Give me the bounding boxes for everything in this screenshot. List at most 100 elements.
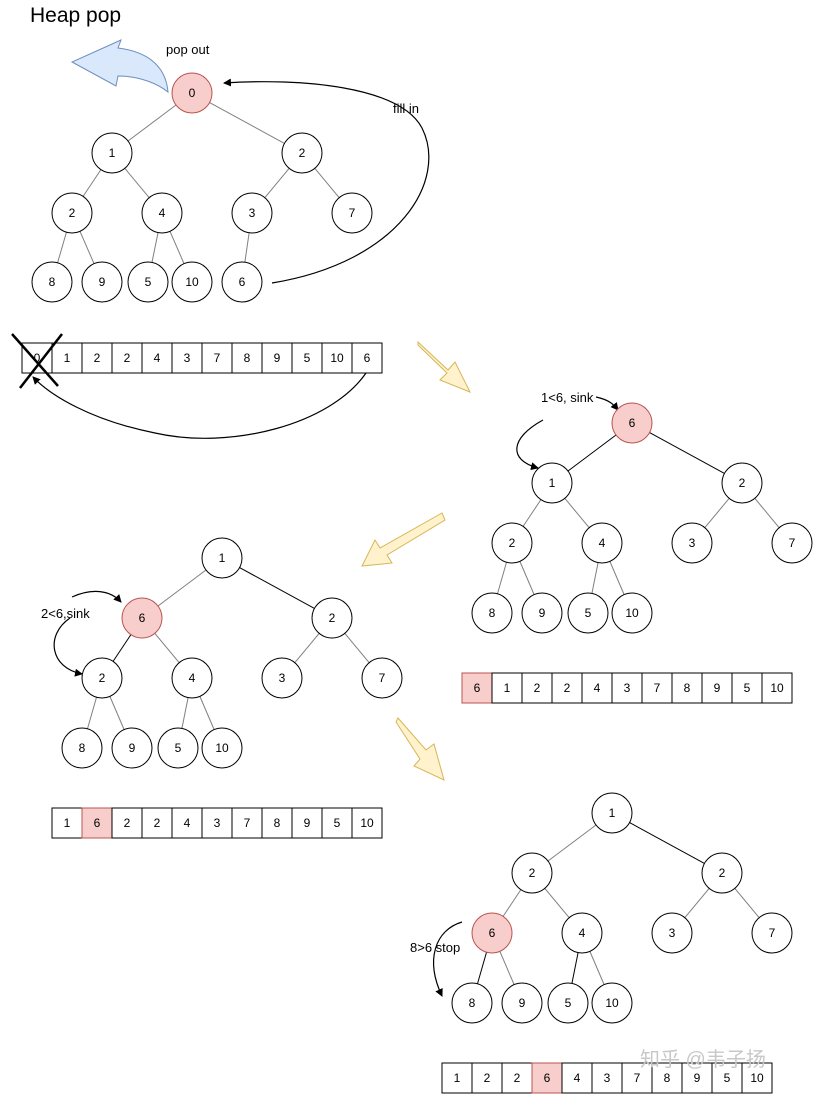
t4-node-value: 5 — [565, 996, 572, 1010]
t3-edge — [157, 569, 207, 607]
t2-edge — [591, 562, 599, 594]
a1-cell-value: 4 — [154, 351, 161, 365]
a3-cell: 2 — [141, 807, 173, 839]
t1-node: 1 — [91, 132, 133, 174]
t3-node-value: 2 — [99, 671, 106, 685]
a4-cell: 3 — [591, 1062, 623, 1094]
a1-cell-box — [51, 342, 83, 374]
a2-cell: 2 — [521, 672, 553, 704]
t4-node: 10 — [591, 982, 633, 1024]
a3-cell: 10 — [351, 807, 383, 839]
t1-edge — [79, 231, 95, 264]
t4-edge — [589, 951, 605, 985]
pop-out-arrow — [70, 39, 169, 94]
t2-edge — [649, 432, 725, 474]
a1-cell: 6 — [351, 342, 383, 374]
t2-edge — [567, 434, 617, 472]
a3-cell-box — [81, 807, 113, 839]
a2-cell-value: 10 — [770, 681, 784, 695]
t2-node: 9 — [521, 592, 563, 634]
t1-edge — [82, 169, 102, 197]
t3-node-circle — [171, 657, 213, 699]
step-arrow-1 — [417, 340, 472, 393]
t2-node-circle — [581, 522, 623, 564]
a4-cell: 2 — [501, 1062, 533, 1094]
step-arrow-2 — [361, 512, 446, 567]
a3-cell-value: 6 — [94, 816, 101, 830]
t2-edge — [497, 562, 507, 594]
a4-cell-box — [591, 1062, 623, 1094]
t3-node: 6 — [121, 597, 163, 639]
t4-node-circle — [561, 912, 603, 954]
t4-node-circle — [751, 912, 793, 954]
t2-node-value: 1 — [549, 476, 556, 490]
a3-cell-box — [111, 807, 143, 839]
a2-cell-value: 4 — [594, 681, 601, 695]
t4-node: 1 — [591, 792, 633, 834]
t4-node: 4 — [561, 912, 603, 954]
a4-cell: 6 — [531, 1062, 563, 1094]
t1-node: 4 — [141, 192, 183, 234]
a3-cell-box — [141, 807, 173, 839]
a3-cell-box — [231, 807, 263, 839]
t2-node-circle — [491, 522, 533, 564]
t1-node-value: 3 — [249, 206, 256, 220]
t4-edge — [734, 888, 760, 918]
t3-node-circle — [121, 597, 163, 639]
a1-cell: 4 — [141, 342, 173, 374]
a4-cell-value: 4 — [574, 1071, 581, 1085]
t1-node-circle — [221, 261, 263, 303]
a2-cell-box — [461, 672, 493, 704]
a4-cell-value: 2 — [484, 1071, 491, 1085]
t4-node-circle — [591, 982, 633, 1024]
a4-cell: 1 — [441, 1062, 473, 1094]
t4-node-value: 8 — [469, 996, 476, 1010]
t4-edge — [544, 888, 570, 918]
a4-cell-value: 5 — [724, 1071, 731, 1085]
a2-cell: 2 — [551, 672, 583, 704]
t1-node-circle — [171, 261, 213, 303]
t3-node-value: 2 — [329, 611, 336, 625]
a1-cell-value: 2 — [124, 351, 131, 365]
sink-label-1: 1<6, sink — [541, 390, 594, 405]
a3-cell-value: 3 — [214, 816, 221, 830]
t2-edge — [704, 498, 730, 528]
t1-node: 10 — [171, 261, 213, 303]
a3-cell-value: 2 — [124, 816, 131, 830]
t1-node-circle — [331, 192, 373, 234]
t2-node: 6 — [611, 402, 653, 444]
t4-node-circle — [651, 912, 693, 954]
t4-node-value: 1 — [609, 806, 616, 820]
a4-cell-value: 8 — [664, 1071, 671, 1085]
a3-cell: 4 — [171, 807, 203, 839]
t3-node: 4 — [171, 657, 213, 699]
t4-node: 5 — [547, 982, 589, 1024]
t3-node-value: 3 — [279, 671, 286, 685]
t2-node: 7 — [771, 522, 813, 564]
a2-cell-value: 2 — [564, 681, 571, 695]
t3-node-circle — [81, 657, 123, 699]
t2-node-circle — [611, 592, 653, 634]
a4-cell-value: 10 — [750, 1071, 764, 1085]
t3-node-value: 4 — [189, 671, 196, 685]
a3-cell-value: 9 — [304, 816, 311, 830]
t3-node-value: 9 — [129, 741, 136, 755]
a1-cell: 7 — [201, 342, 233, 374]
a1-cell-box — [201, 342, 233, 374]
t2-node-circle — [471, 592, 513, 634]
a2-cell: 1 — [491, 672, 523, 704]
t3-edge — [199, 696, 215, 730]
t3-node: 3 — [261, 657, 303, 699]
a3-cell-box — [51, 807, 83, 839]
t2-node-value: 2 — [739, 476, 746, 490]
t1-node-circle — [91, 132, 133, 174]
a2-cell-box — [581, 672, 613, 704]
t2-node-value: 5 — [585, 606, 592, 620]
a2-cell-box — [521, 672, 553, 704]
t1-node: 2 — [51, 192, 93, 234]
t1-node-value: 2 — [69, 206, 76, 220]
pop-out-label: pop out — [166, 42, 210, 57]
t2-node-circle — [771, 522, 813, 564]
t3-node-circle — [61, 727, 103, 769]
t1-node-value: 1 — [109, 146, 116, 160]
